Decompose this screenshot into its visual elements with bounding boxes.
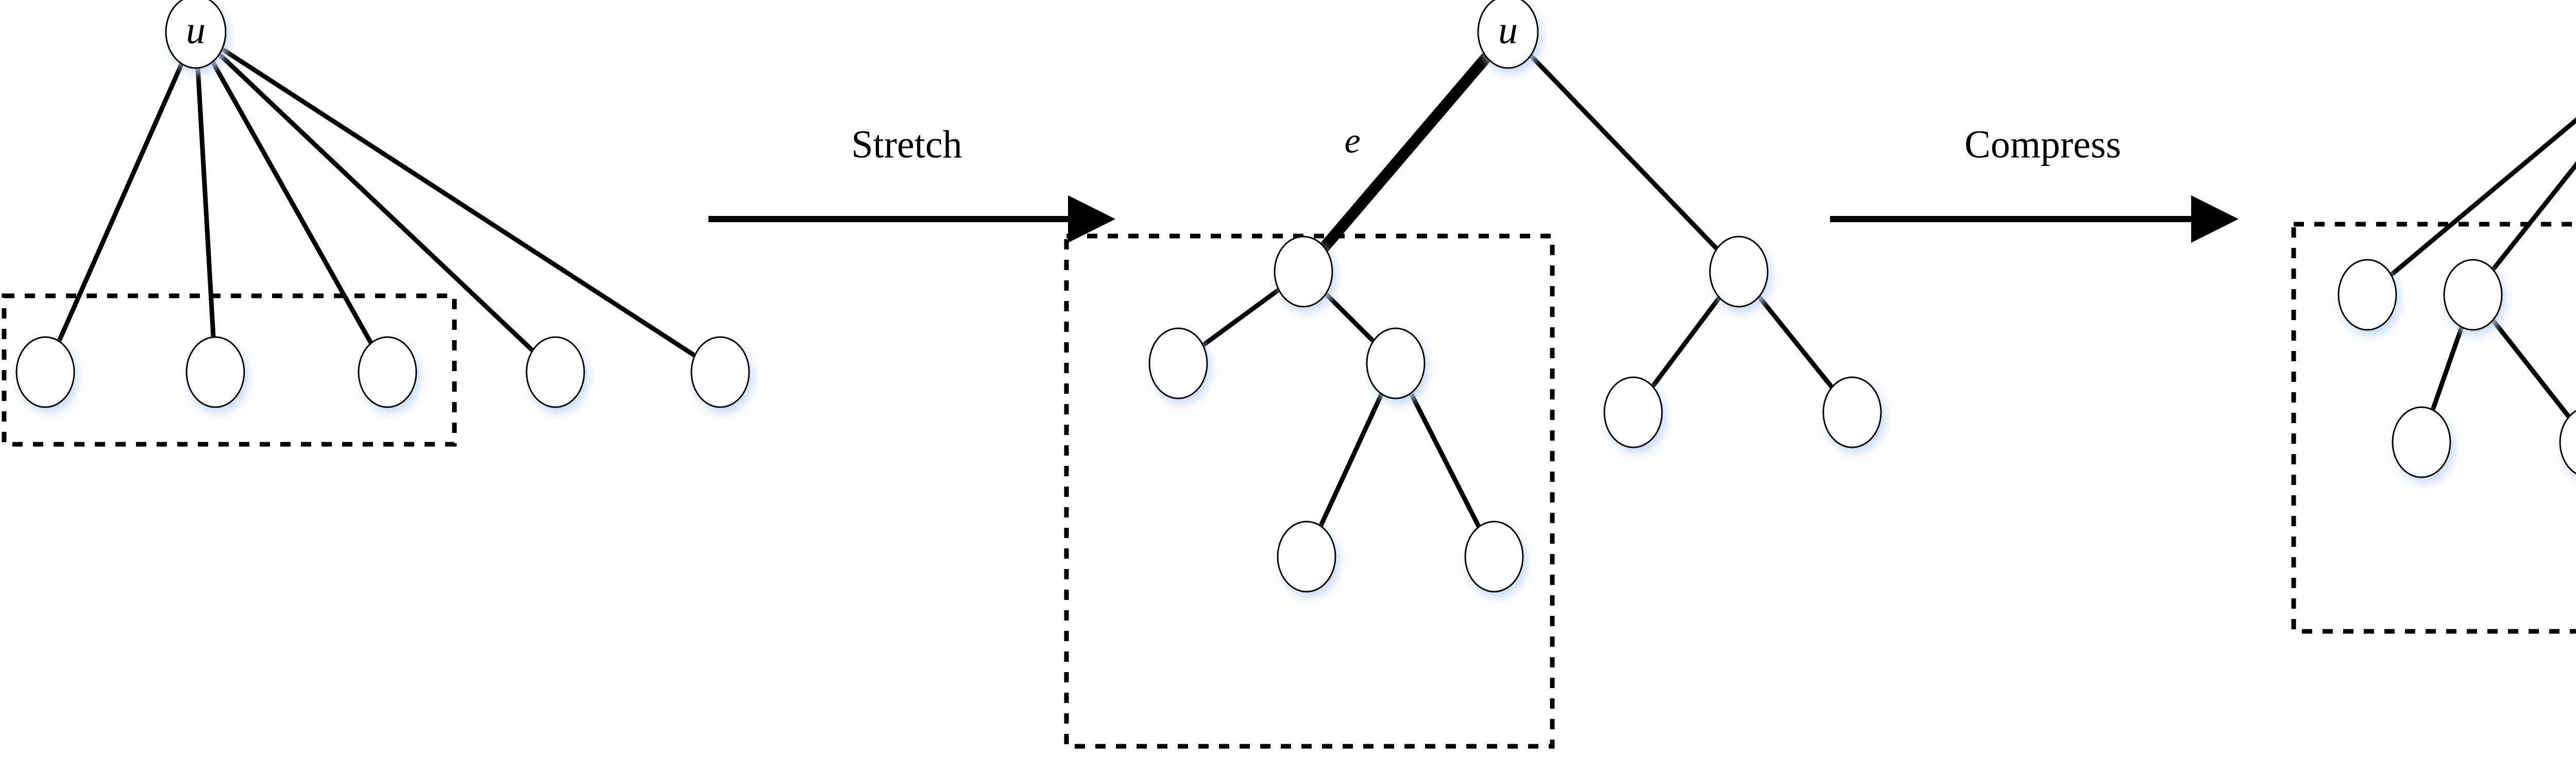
tree-node (1277, 521, 1336, 593)
tree-edge (2388, 117, 2576, 277)
tree-node (2337, 259, 2397, 331)
group-boundary-box (2, 293, 457, 447)
tree-node (185, 336, 245, 408)
tree-edge (217, 52, 535, 353)
arrow-stretch-head (1068, 195, 1115, 243)
tree-edge (210, 59, 374, 346)
tree-node (358, 336, 417, 408)
tree-edge (219, 46, 698, 358)
group-boxes-layer (2, 222, 2576, 749)
node-label: u (186, 8, 206, 52)
tree-node (1603, 376, 1663, 448)
tree-root-node (165, 0, 227, 69)
tree-node (2443, 259, 2503, 331)
tree-node (1274, 236, 1333, 308)
arrow-compress-head (2191, 195, 2239, 243)
arrow-compress-label: Compress (1964, 123, 2121, 166)
tree-edge-highlighted (1318, 51, 1493, 253)
group-boundary-box (1064, 233, 1555, 749)
tree-edge (2490, 161, 2576, 272)
tree-node (526, 336, 585, 408)
tree-edge (195, 65, 216, 340)
tree-edge (1323, 291, 1376, 344)
tree-edge (57, 61, 184, 344)
tree-node (690, 336, 750, 408)
tree-node (1148, 327, 1208, 399)
arrows-layer (708, 195, 2239, 243)
tree-root-node (1477, 0, 1539, 69)
tree-edge (2490, 317, 2571, 420)
tree-edge (1318, 391, 1384, 529)
tree-node (15, 336, 75, 408)
tree-node (1464, 521, 1524, 593)
tree-node (2559, 410, 2576, 475)
tree-edge (2430, 325, 2464, 412)
node-label: u (1498, 8, 1518, 52)
group-boundary-box (2291, 222, 2576, 634)
edges-layer (57, 46, 2576, 529)
tree-node (1709, 236, 1769, 308)
tree-edge (1200, 287, 1281, 348)
tree-edge (1408, 391, 1482, 529)
tree-node (1822, 376, 1882, 448)
labels-layer: uueuStretchCompress (186, 8, 2121, 166)
arrow-stretch-label: Stretch (851, 123, 962, 166)
nodes-layer (15, 0, 2576, 593)
tree-edge (1650, 295, 1722, 389)
tree-edge (1756, 294, 1835, 390)
tree-node (1366, 327, 1426, 399)
tree-node (2392, 406, 2451, 478)
tree-edge (1528, 53, 1719, 252)
edge-label-e: e (1344, 121, 1360, 161)
